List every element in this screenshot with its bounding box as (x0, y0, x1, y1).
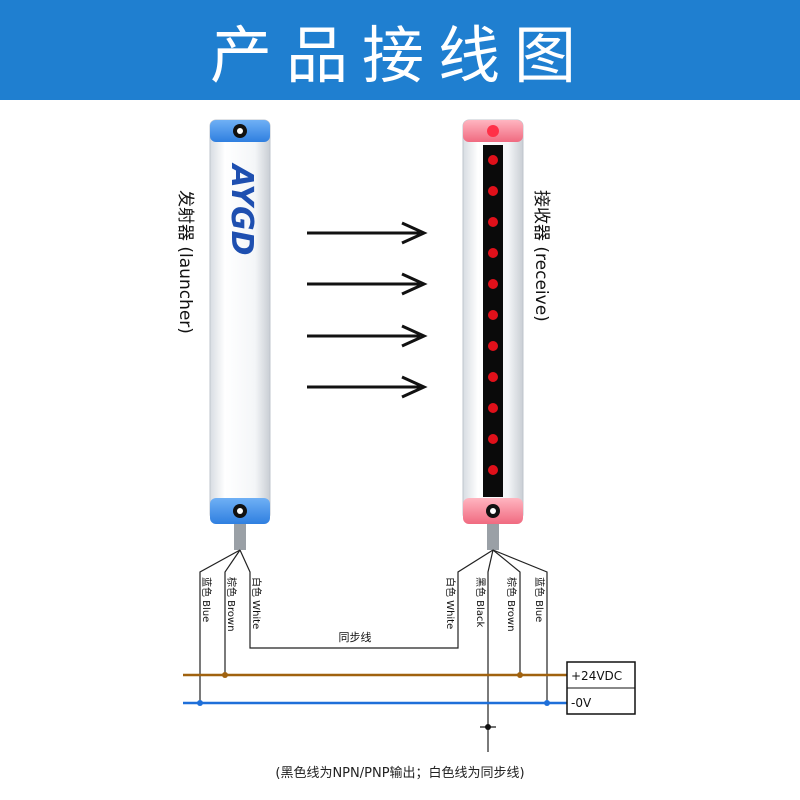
led-icon (488, 186, 498, 196)
led-icon (488, 341, 498, 351)
led-icon (488, 217, 498, 227)
sync-line-label: 同步线 (339, 630, 372, 644)
power-negative-label: -0V (571, 696, 592, 710)
receiver-window (483, 145, 503, 497)
launcher-cable (234, 524, 246, 550)
junction-dot (197, 700, 203, 706)
junction-dot (222, 672, 228, 678)
wire-label-blue: 蓝色 Blue (533, 577, 546, 622)
arrow-right-icon (307, 272, 428, 296)
receiver-device (462, 119, 524, 524)
title-banner: 产品接线图 (0, 0, 800, 100)
wire-label-black: 黑色 Black (474, 577, 487, 627)
led-icon (488, 465, 498, 475)
launcher-device: AYGD (209, 119, 271, 524)
led-icon (488, 248, 498, 258)
led-icon (488, 372, 498, 382)
receiver-label: 接收器 (receive) (531, 190, 551, 322)
led-icon (488, 279, 498, 289)
launcher-label: 发射器 (launcher) (175, 190, 195, 334)
led-column (488, 155, 498, 475)
footnote: (黑色线为NPN/PNP输出；白色线为同步线) (275, 766, 525, 781)
led-icon (488, 434, 498, 444)
page-title: 产品接线图 (209, 19, 590, 92)
brand-logo: AYGD (224, 162, 259, 255)
wire-label-blue: 蓝色 Blue (200, 577, 213, 622)
led-icon (488, 155, 498, 165)
wire-label-brown: 棕色 Brown (225, 577, 238, 632)
receiver-cable (487, 524, 499, 550)
wire-label-white: 白色 White (250, 577, 263, 629)
receiver-wires (457, 549, 548, 752)
arrow-right-icon (307, 324, 428, 348)
indicator-led-icon (487, 125, 499, 137)
beam-arrows (307, 221, 428, 399)
power-positive-label: +24VDC (571, 669, 622, 683)
led-icon (488, 403, 498, 413)
wire-label-brown: 棕色 Brown (505, 577, 518, 632)
wire-label-white: 白色 White (444, 577, 457, 629)
junction-dot (544, 700, 550, 706)
led-icon (488, 310, 498, 320)
arrow-right-icon (307, 221, 428, 245)
arrow-right-icon (307, 375, 428, 399)
junction-dot (517, 672, 523, 678)
launcher-wires (199, 549, 459, 703)
